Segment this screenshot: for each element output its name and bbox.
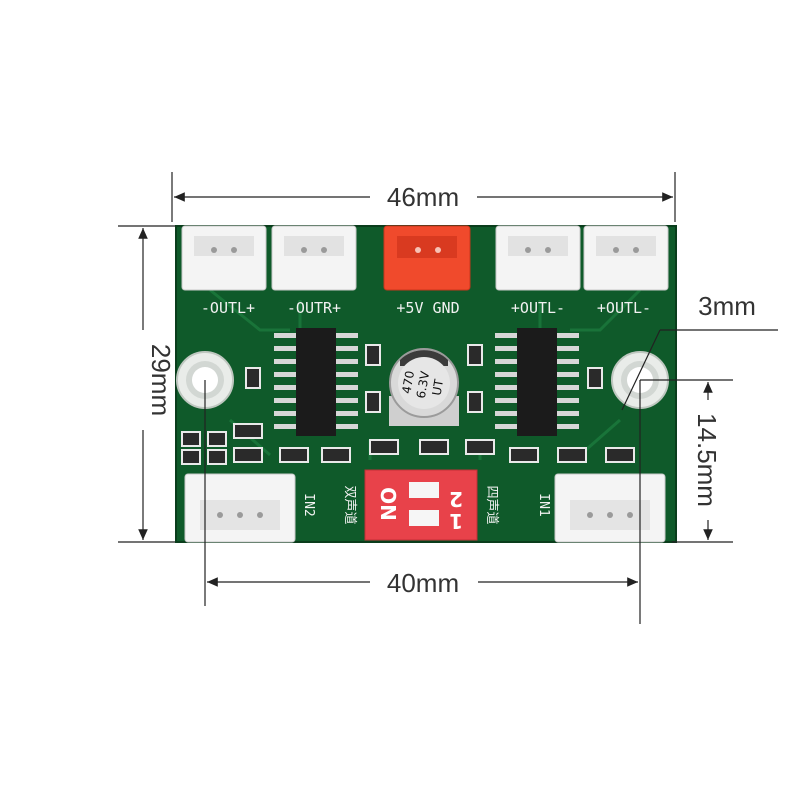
- connector-out-1: [181, 225, 267, 291]
- label-in-1: IN1: [536, 493, 551, 516]
- dimension-hole-spacing: 40mm: [204, 380, 641, 624]
- electrolytic-capacitor: 470 6.3V UT: [389, 348, 459, 426]
- label-out-4: +OUTL-: [597, 299, 651, 317]
- label-out-1: -OUTL+: [201, 299, 255, 317]
- label-power: +5V GND: [396, 299, 459, 317]
- dip-pos-2: 2: [449, 487, 463, 511]
- amplifier-ic-right: [495, 328, 579, 436]
- connector-out-4: [583, 225, 669, 291]
- dip-on-label: ON: [376, 487, 400, 521]
- cap-text-3: UT: [429, 378, 446, 397]
- label-out-2: -OUTR+: [287, 299, 341, 317]
- cap-text-1: 470: [399, 370, 417, 395]
- dimension-hole-offset: 14.5mm: [640, 379, 733, 543]
- dip-pos-1: 1: [449, 509, 463, 533]
- smd-components: [181, 344, 635, 465]
- amplifier-ic-left: [274, 328, 358, 436]
- hole-spacing-label: 40mm: [387, 568, 459, 598]
- hole-offset-label: 14.5mm: [692, 413, 722, 507]
- dimension-hole: 3mm: [621, 291, 778, 411]
- hole-diameter-label: 3mm: [698, 291, 756, 321]
- connector-power: [383, 225, 471, 291]
- label-in-2: IN2: [301, 493, 316, 516]
- connector-in-2: [184, 473, 296, 543]
- connector-out-2: [271, 225, 357, 291]
- dip-switch: ON 2 1: [364, 469, 478, 541]
- height-label: 29mm: [146, 344, 176, 416]
- width-label: 46mm: [387, 182, 459, 212]
- cap-text-2: 6.3V: [414, 369, 433, 399]
- dimension-height: 29mm: [118, 225, 178, 543]
- label-out-3: +OUTL-: [511, 299, 565, 317]
- label-four-channel: 四声道: [484, 485, 499, 524]
- connector-out-3: [495, 225, 581, 291]
- dimension-width: 46mm: [171, 172, 676, 222]
- label-dual-channel: 双声道: [342, 485, 357, 524]
- connector-in-1: [554, 473, 666, 543]
